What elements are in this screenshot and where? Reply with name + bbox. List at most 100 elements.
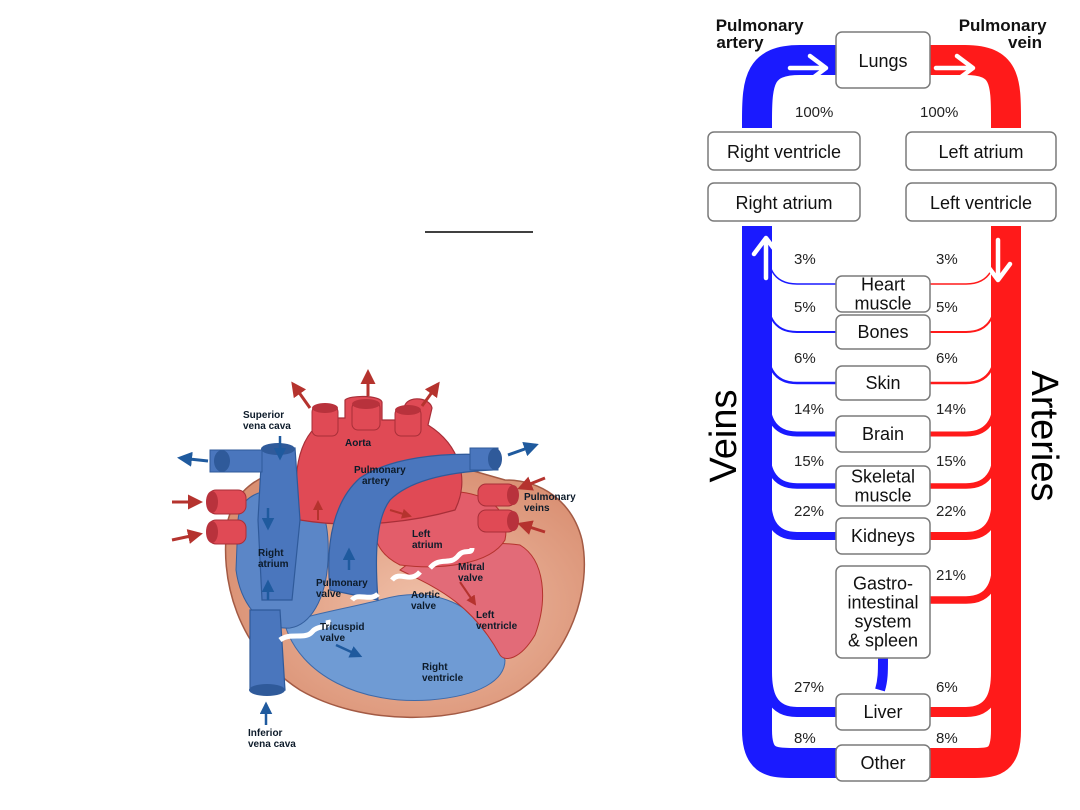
artery-percent: 14%: [936, 401, 966, 418]
aorta-branch-3-opening: [395, 405, 421, 415]
organ-label: Bones: [857, 322, 908, 342]
label-superior-vena-cava: Superior vena cava: [243, 410, 291, 432]
organ-box: [835, 693, 931, 731]
inferior-vena-cava: [249, 609, 286, 691]
superior-vena-cava: [257, 447, 301, 601]
left-ventricle-box: [905, 182, 1057, 222]
organ-label: Liver: [863, 702, 902, 722]
organ-label: & spleen: [848, 631, 918, 651]
tricuspid-valve: [278, 619, 331, 643]
arrow-pv-right-2: [517, 520, 546, 535]
left-ventricle-label: Left ventricle: [930, 193, 1032, 213]
vein-percent: 8%: [794, 730, 816, 747]
heart-anatomy-diagram: Superior vena cava Aorta Pulmonary arter…: [171, 369, 586, 750]
circulation-flow-diagram: Lungs 100% 100% Right ventricle Right at…: [700, 16, 1065, 782]
aorta-branch-1-opening: [312, 403, 338, 413]
artery-branch: [930, 559, 1000, 604]
arrow-lpa-out: [177, 451, 209, 467]
vein-branch: [765, 342, 836, 385]
label-pulmonary-valve: Pulmonary valve: [316, 578, 370, 600]
artery-branch: [930, 671, 1001, 717]
organ-label: Heart: [861, 275, 905, 295]
organ-box: [835, 565, 931, 659]
label-aorta: Aorta: [345, 438, 372, 449]
label-pulmonary-artery: Pulmonary artery: [354, 465, 408, 487]
artery-branch: [930, 495, 1000, 540]
aorta-branch-2-opening: [352, 399, 380, 409]
pulmonary-artery-top-label: Pulmonary artery: [716, 16, 809, 52]
arrow-aorta-left: [291, 381, 312, 409]
arrow-from-lungs-icon: [933, 53, 976, 83]
label-right-atrium: Right atrium: [258, 548, 289, 570]
vein-percent: 14%: [794, 401, 824, 418]
organ-box: [835, 365, 931, 401]
organ-box: [835, 275, 931, 313]
label-inferior-vena-cava: Inferior vena cava: [248, 728, 296, 750]
veins-side-label: Veins: [703, 390, 745, 483]
label-left-ventricle: Left ventricle: [476, 610, 518, 632]
arrow-pv-left-2: [171, 529, 203, 544]
label-mitral-valve: Mitral valve: [458, 562, 487, 584]
arrow-aorta-right: [420, 381, 440, 407]
vein-percent: 27%: [794, 679, 824, 696]
right-ventricle-box: [707, 131, 861, 171]
right-atrium-label: Right atrium: [735, 193, 832, 213]
pulmonary-vein-top-label: Pulmonary vein: [959, 16, 1052, 52]
organ-label: muscle: [854, 486, 911, 506]
arrow-arteries-down-icon: [983, 237, 1013, 283]
organ-branches: [762, 243, 1001, 717]
vein-percent: 5%: [794, 299, 816, 316]
organ-label: Gastro-: [853, 574, 913, 594]
organ-box: [835, 415, 931, 453]
right-ventricle-chamber: [284, 594, 506, 702]
vein-branch: [764, 393, 836, 437]
artery-trunk: [930, 45, 1021, 778]
left-atrium-box: [905, 131, 1057, 171]
lungs-box: [835, 31, 931, 89]
pulmonary-valve-flap: [350, 591, 380, 602]
vein-percent: 22%: [794, 503, 824, 520]
artery-percent: 15%: [936, 453, 966, 470]
organ-box: [835, 517, 931, 555]
arrow-to-lungs-icon: [787, 53, 829, 83]
vein-branch: [766, 291, 836, 333]
organ-label: muscle: [854, 294, 911, 314]
lungs-vein-pct: 100%: [795, 104, 833, 121]
vein-trunk: [742, 45, 836, 778]
svc-opening: [261, 443, 295, 455]
arteries-side-label: Arteries: [1023, 371, 1065, 502]
organ-label: Kidneys: [851, 526, 915, 546]
organ-label: Brain: [862, 424, 904, 444]
artery-percent: 8%: [936, 730, 958, 747]
pulmonary-veins-right: [477, 483, 519, 533]
organ-label: system: [854, 612, 911, 632]
pulmonary-veins-left: [206, 489, 247, 545]
artery-branch: [930, 342, 998, 385]
artery-percent: 3%: [936, 251, 958, 268]
arrow-into-la: [389, 508, 412, 519]
vein-percent: 6%: [794, 350, 816, 367]
ivc-opening: [249, 684, 285, 696]
lungs-label: Lungs: [858, 51, 907, 71]
right-atrium-box: [707, 182, 861, 222]
organ-boxes: Heartmuscle3%3%Bones5%5%Skin6%6%Brain14%…: [794, 251, 966, 782]
artery-branch: [930, 445, 999, 489]
artery-percent: 5%: [936, 299, 958, 316]
mitral-valve-flap: [428, 547, 475, 570]
aortic-valve-flap: [390, 570, 422, 582]
right-ventricle-label: Right ventricle: [727, 142, 841, 162]
left-atrium-label: Left atrium: [938, 142, 1023, 162]
lungs-artery-pct: 100%: [920, 104, 958, 121]
arrow-veins-up-icon: [751, 235, 781, 281]
artery-percent: 6%: [936, 679, 958, 696]
arrow-rpa-out: [507, 441, 539, 457]
gi-liver-connector: [875, 657, 888, 692]
artery-branch: [930, 291, 997, 333]
organ-box: [835, 314, 931, 350]
organ-box: [835, 744, 931, 782]
label-aortic-valve: Aortic valve: [411, 590, 443, 612]
label-tricuspid-valve: Tricuspid valve: [320, 622, 367, 644]
artery-percent: 22%: [936, 503, 966, 520]
arrow-pv-right-1: [517, 476, 546, 491]
